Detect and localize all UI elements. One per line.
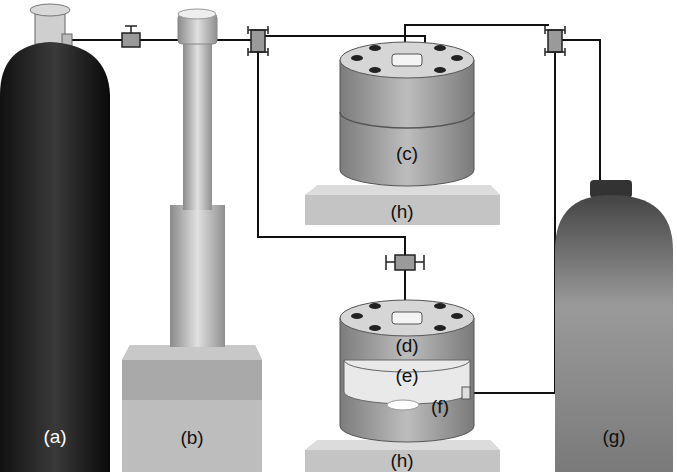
vessel-c: [305, 42, 500, 225]
part-label: (h): [390, 451, 413, 470]
tubing: [70, 25, 600, 393]
vessel-d: [305, 300, 500, 472]
part-label: (f): [431, 397, 449, 416]
valves: [122, 26, 565, 270]
part-label: (h): [390, 202, 413, 221]
gas-cylinder-g: [555, 180, 673, 472]
syringe-pump-b: [122, 9, 262, 472]
part-label: (d): [395, 336, 418, 355]
part-label: (a): [43, 427, 66, 446]
gas-cylinder-a: [0, 4, 110, 472]
part-label: (g): [602, 427, 625, 446]
part-label: (b): [180, 428, 203, 447]
part-label: (e): [395, 366, 418, 385]
part-label: (c): [396, 144, 418, 163]
